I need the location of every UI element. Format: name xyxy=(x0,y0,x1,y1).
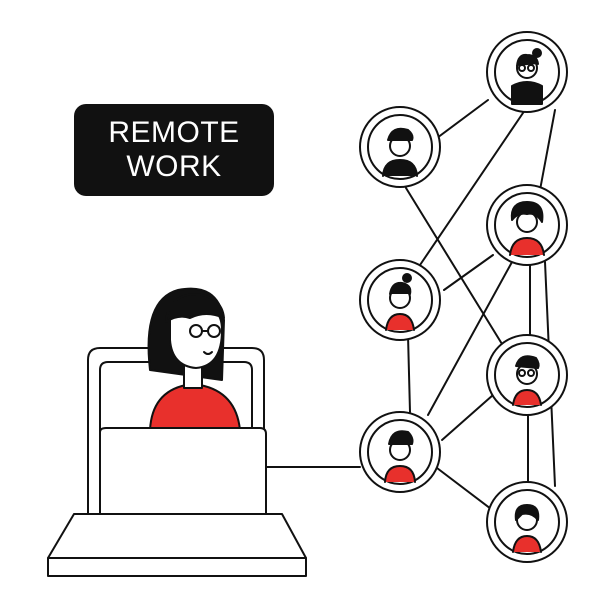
avatar-lower-left xyxy=(359,411,441,493)
remote-work-badge: REMOTE WORK xyxy=(74,104,274,196)
avatar-middle-left xyxy=(359,259,441,341)
title-line-1: REMOTE xyxy=(108,116,240,149)
avatar-right-glasses xyxy=(486,334,568,416)
woman-at-laptop xyxy=(47,287,307,577)
avatar-top-right xyxy=(486,31,568,113)
title-line-2: WORK xyxy=(126,150,222,183)
avatar-upper-left xyxy=(359,106,441,188)
avatar-bottom-right xyxy=(486,481,568,563)
avatar-right-curly xyxy=(486,184,568,266)
